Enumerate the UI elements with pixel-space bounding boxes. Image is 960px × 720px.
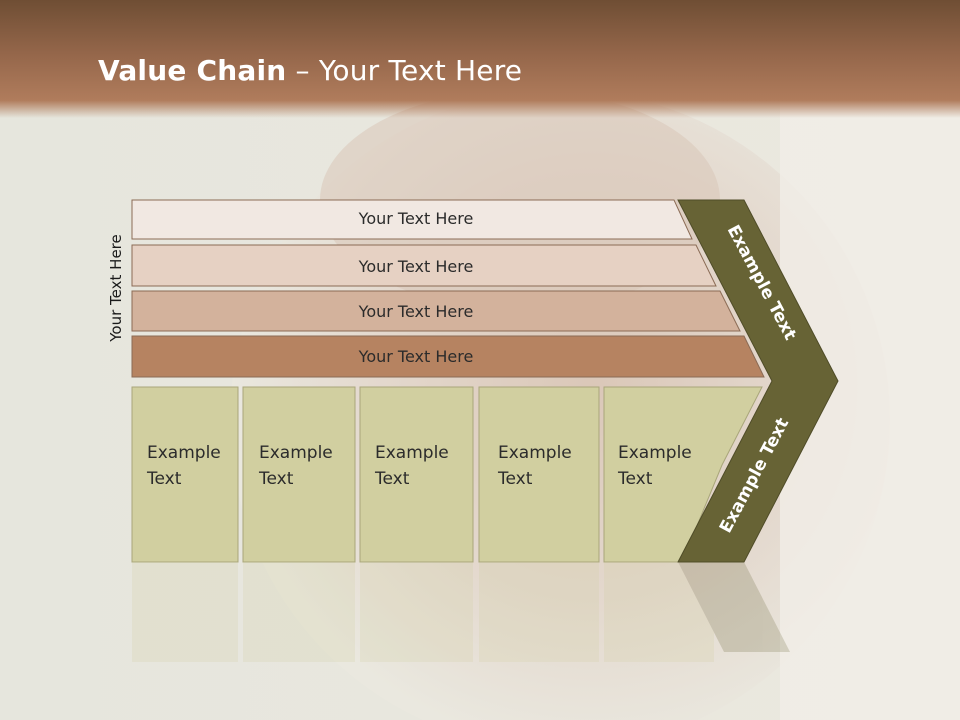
column-box-1-shape [131, 386, 239, 563]
side-label: Your Text Here [107, 234, 125, 342]
column-2-line1: Example [259, 443, 333, 463]
reflection-arrow [678, 562, 790, 652]
row-4: Your Text Here [131, 335, 765, 378]
title-rest: – Your Text Here [286, 54, 523, 87]
column-box-3: Example Text [359, 386, 474, 563]
row-1-shape [131, 199, 693, 240]
reflection [132, 562, 790, 662]
reflection-box-5 [604, 562, 714, 662]
row-3-label: Your Text Here [358, 302, 474, 321]
column-4-line1: Example [498, 443, 572, 463]
row-3: Your Text Here [131, 290, 741, 332]
reflection-box-3 [360, 562, 473, 662]
page-title: Value Chain – Your Text Here [98, 54, 522, 87]
column-box-3-shape [359, 386, 474, 563]
row-4-label: Your Text Here [358, 347, 474, 366]
column-4-line2: Text [497, 469, 533, 489]
row-4-shape [131, 335, 765, 378]
row-3-shape [131, 290, 741, 332]
column-box-4: Example Text [478, 386, 600, 563]
column-box-4-shape [478, 386, 600, 563]
row-2-label: Your Text Here [358, 257, 474, 276]
column-box-2-shape [242, 386, 356, 563]
column-box-2: Example Text [242, 386, 356, 563]
reflection-box-1 [132, 562, 238, 662]
column-5-line1: Example [618, 443, 692, 463]
column-5-line2: Text [617, 469, 653, 489]
column-box-5: Example Text [603, 386, 763, 563]
reflection-box-2 [243, 562, 355, 662]
row-1-label: Your Text Here [358, 209, 474, 228]
column-3-line1: Example [375, 443, 449, 463]
column-2-line2: Text [258, 469, 294, 489]
column-box-5-shape [603, 386, 763, 563]
row-1: Your Text Here [131, 199, 693, 240]
row-2-shape [131, 244, 717, 287]
reflection-box-4 [479, 562, 599, 662]
column-1-line2: Text [146, 469, 182, 489]
column-1-line1: Example [147, 443, 221, 463]
column-3-line2: Text [374, 469, 410, 489]
chevron-arrow [677, 199, 839, 563]
column-box-1: Example Text [131, 386, 239, 563]
row-2: Your Text Here [131, 244, 717, 287]
title-bar [0, 0, 960, 118]
title-bold: Value Chain [98, 54, 287, 87]
